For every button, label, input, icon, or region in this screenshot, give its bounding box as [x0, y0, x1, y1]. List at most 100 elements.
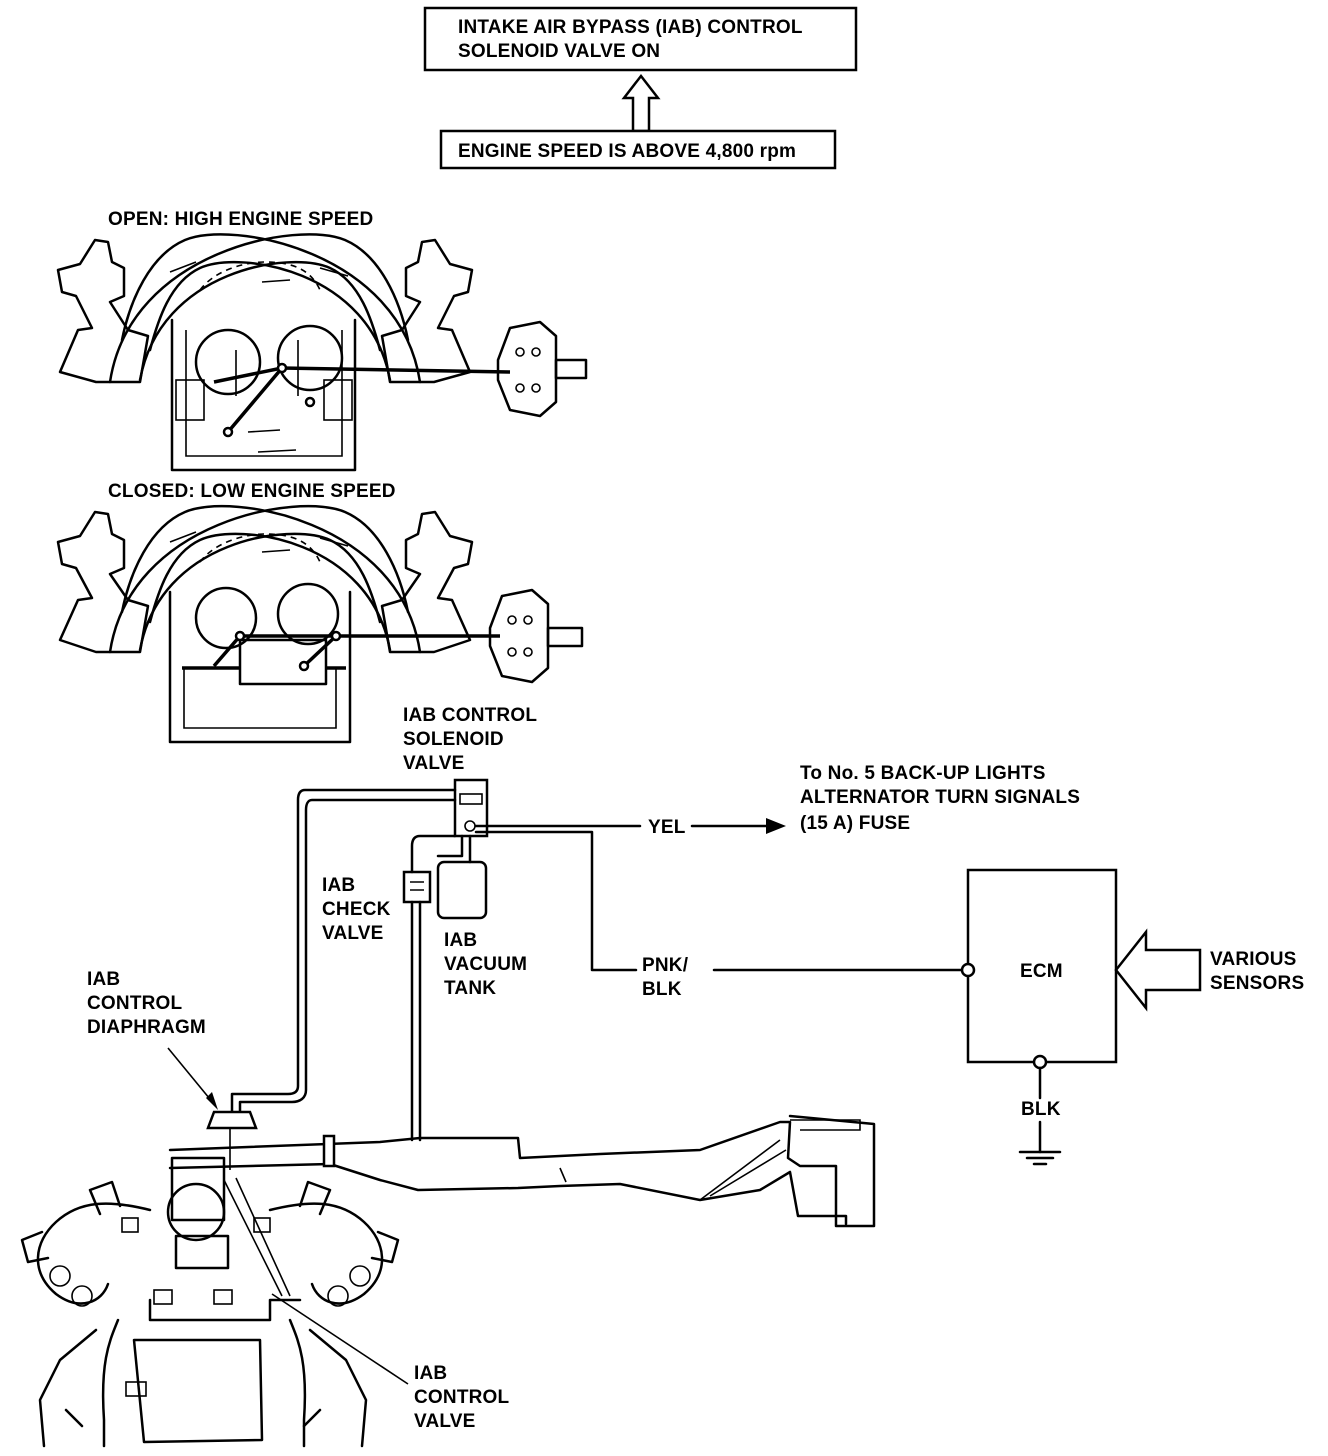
actuator-bolt-2 — [531, 347, 541, 357]
duct-clamp-icon — [559, 1167, 567, 1183]
hose-solenoid-to-tank — [436, 834, 472, 864]
iab-control-valve-label: IAB CONTROL VALVE — [414, 1363, 510, 1432]
right-port-1 — [349, 1265, 371, 1287]
sensors-label-1: VARIOUS — [1210, 949, 1297, 970]
vacuum-tank-icon — [436, 860, 488, 920]
flow-arrow-4-icon — [247, 429, 281, 433]
diaphragm-leader-line — [167, 1047, 215, 1105]
closed-linkage-arm — [302, 634, 338, 668]
plenum-left-port — [175, 379, 205, 421]
flow-arrow-5-icon — [257, 449, 297, 453]
solenoid-port-icon — [459, 793, 483, 805]
left-bank-runner-icon — [36, 1202, 152, 1305]
vacuum-tank-label-3: TANK — [444, 978, 496, 999]
ecm-label: ECM — [1020, 961, 1063, 982]
various-sensors-label: VARIOUS SENSORS — [1210, 949, 1304, 994]
linkage-pivot-2 — [276, 362, 288, 374]
plenum-outer-icon — [170, 318, 357, 472]
ground-wire-label: BLK — [1021, 1099, 1061, 1120]
solenoid-label-2: SOLENOID — [403, 729, 504, 750]
left-fuel-rail-fitting — [121, 1217, 139, 1233]
pnk-blk-label-1: PNK/ — [642, 955, 689, 976]
fuse-label: To No. 5 BACK-UP LIGHTS ALTERNATOR TURN … — [800, 763, 1080, 834]
hose-solenoid-to-diaphragm-inner — [238, 798, 457, 1114]
control-valve-label-1: IAB — [414, 1363, 447, 1384]
ecm-input-terminal-icon — [960, 962, 976, 978]
closed-view-label: CLOSED: LOW ENGINE SPEED — [108, 481, 396, 502]
closed-pivot-3 — [298, 660, 310, 672]
diaphragm-label-3: DIAPHRAGM — [87, 1017, 206, 1038]
solenoid-label-3: VALVE — [403, 753, 465, 774]
open-diaphragm-port-icon — [554, 358, 588, 380]
plenum-closed-outer-icon — [168, 590, 352, 744]
iab-solenoid-label: IAB CONTROL SOLENOID VALVE — [403, 705, 537, 774]
up-arrow-icon — [621, 73, 661, 133]
closed-valve-block-icon — [238, 638, 328, 686]
plenum-boss-left — [153, 1289, 173, 1305]
right-injector-2-icon — [298, 1180, 332, 1216]
solenoid-body-icon — [453, 778, 489, 838]
plenum-closed-inner-icon — [183, 668, 337, 729]
left-injector-closed-icon — [56, 510, 150, 654]
actuator-bolt-4 — [531, 383, 541, 393]
intake-manifold-open-view — [56, 233, 588, 472]
vacuum-tank-label-2: VACUUM — [444, 954, 527, 975]
hidden-runner-closed — [199, 533, 321, 563]
closed-bolt-1 — [507, 615, 517, 625]
runner-arch-closed-1 — [108, 505, 410, 654]
closed-diaphragm-port-icon — [546, 626, 584, 648]
fuse-label-2: ALTERNATOR TURN SIGNALS — [800, 787, 1080, 808]
throttle-body-icon — [170, 1156, 226, 1222]
engine-speed-text: ENGINE SPEED IS ABOVE 4,800 rpm — [458, 141, 796, 162]
diaphragm-leader-arrow-icon — [206, 1092, 218, 1110]
check-valve-marks — [410, 881, 424, 891]
iab-solenoid-valve — [453, 778, 489, 838]
left-injector-icon — [56, 238, 150, 384]
plenum-boss-right — [213, 1289, 233, 1305]
control-valve-label-2: CONTROL — [414, 1387, 510, 1408]
actuator-bolt-3 — [515, 383, 525, 393]
intake-sensor-icon — [322, 1134, 336, 1168]
left-injector-icon-lower — [20, 1230, 50, 1264]
intake-duct-lower — [168, 1162, 848, 1226]
runner-arch-outer-left — [108, 233, 410, 384]
engine-block-sides — [38, 1328, 368, 1448]
valve-linkage-arm — [213, 366, 283, 384]
engine-speed-frame — [439, 129, 837, 170]
hidden-runner-left — [199, 261, 321, 291]
control-valve-leader-line — [271, 1293, 409, 1385]
iab-diaphragm-icon — [206, 1110, 258, 1130]
pnk-blk-wire — [474, 830, 966, 972]
iab-vacuum-tank-label: IAB VACUUM TANK — [444, 930, 527, 999]
solenoid-label-1: IAB CONTROL — [403, 705, 537, 726]
closed-pivot-2 — [330, 630, 342, 642]
sensors-input-arrow-icon — [1114, 928, 1202, 1012]
closed-valve-left-icon — [194, 586, 258, 650]
plenum-lower-icon — [174, 1234, 230, 1270]
flow-up-arrow — [621, 73, 661, 133]
iab-solenoid-on-frame — [423, 6, 858, 72]
closed-diaphragm-actuator-icon — [488, 588, 550, 684]
flow-arrow-1-icon — [169, 261, 197, 273]
hose-check-to-intake — [410, 900, 422, 1142]
flow-arrow-2-icon — [261, 279, 291, 283]
intake-manifold-closed-view — [56, 505, 584, 744]
ecm-ground-terminal-icon — [1032, 1054, 1048, 1070]
check-valve-label-1: IAB — [322, 875, 355, 896]
control-valve-label-3: VALVE — [414, 1411, 476, 1432]
iab-solenoid-on-text-1: INTAKE AIR BYPASS (IAB) CONTROL — [458, 17, 803, 38]
iab-vacuum-tank — [436, 860, 488, 920]
control-valve-rod-icon — [223, 1177, 291, 1297]
left-injector-2-icon — [88, 1180, 122, 1216]
right-injector-icon-lower — [370, 1230, 400, 1264]
engine-speed-condition-box: ENGINE SPEED IS ABOVE 4,800 rpm — [439, 129, 837, 170]
closed-valve-right-icon — [276, 582, 340, 646]
plenum-inner-icon — [185, 330, 343, 457]
plenum-right-port — [323, 379, 353, 421]
open-diaphragm-actuator-icon — [496, 320, 558, 418]
throttle-plate-icon — [166, 1182, 226, 1242]
air-box-inlet-icon — [790, 1119, 861, 1131]
engine-sensor-icon — [125, 1381, 147, 1397]
